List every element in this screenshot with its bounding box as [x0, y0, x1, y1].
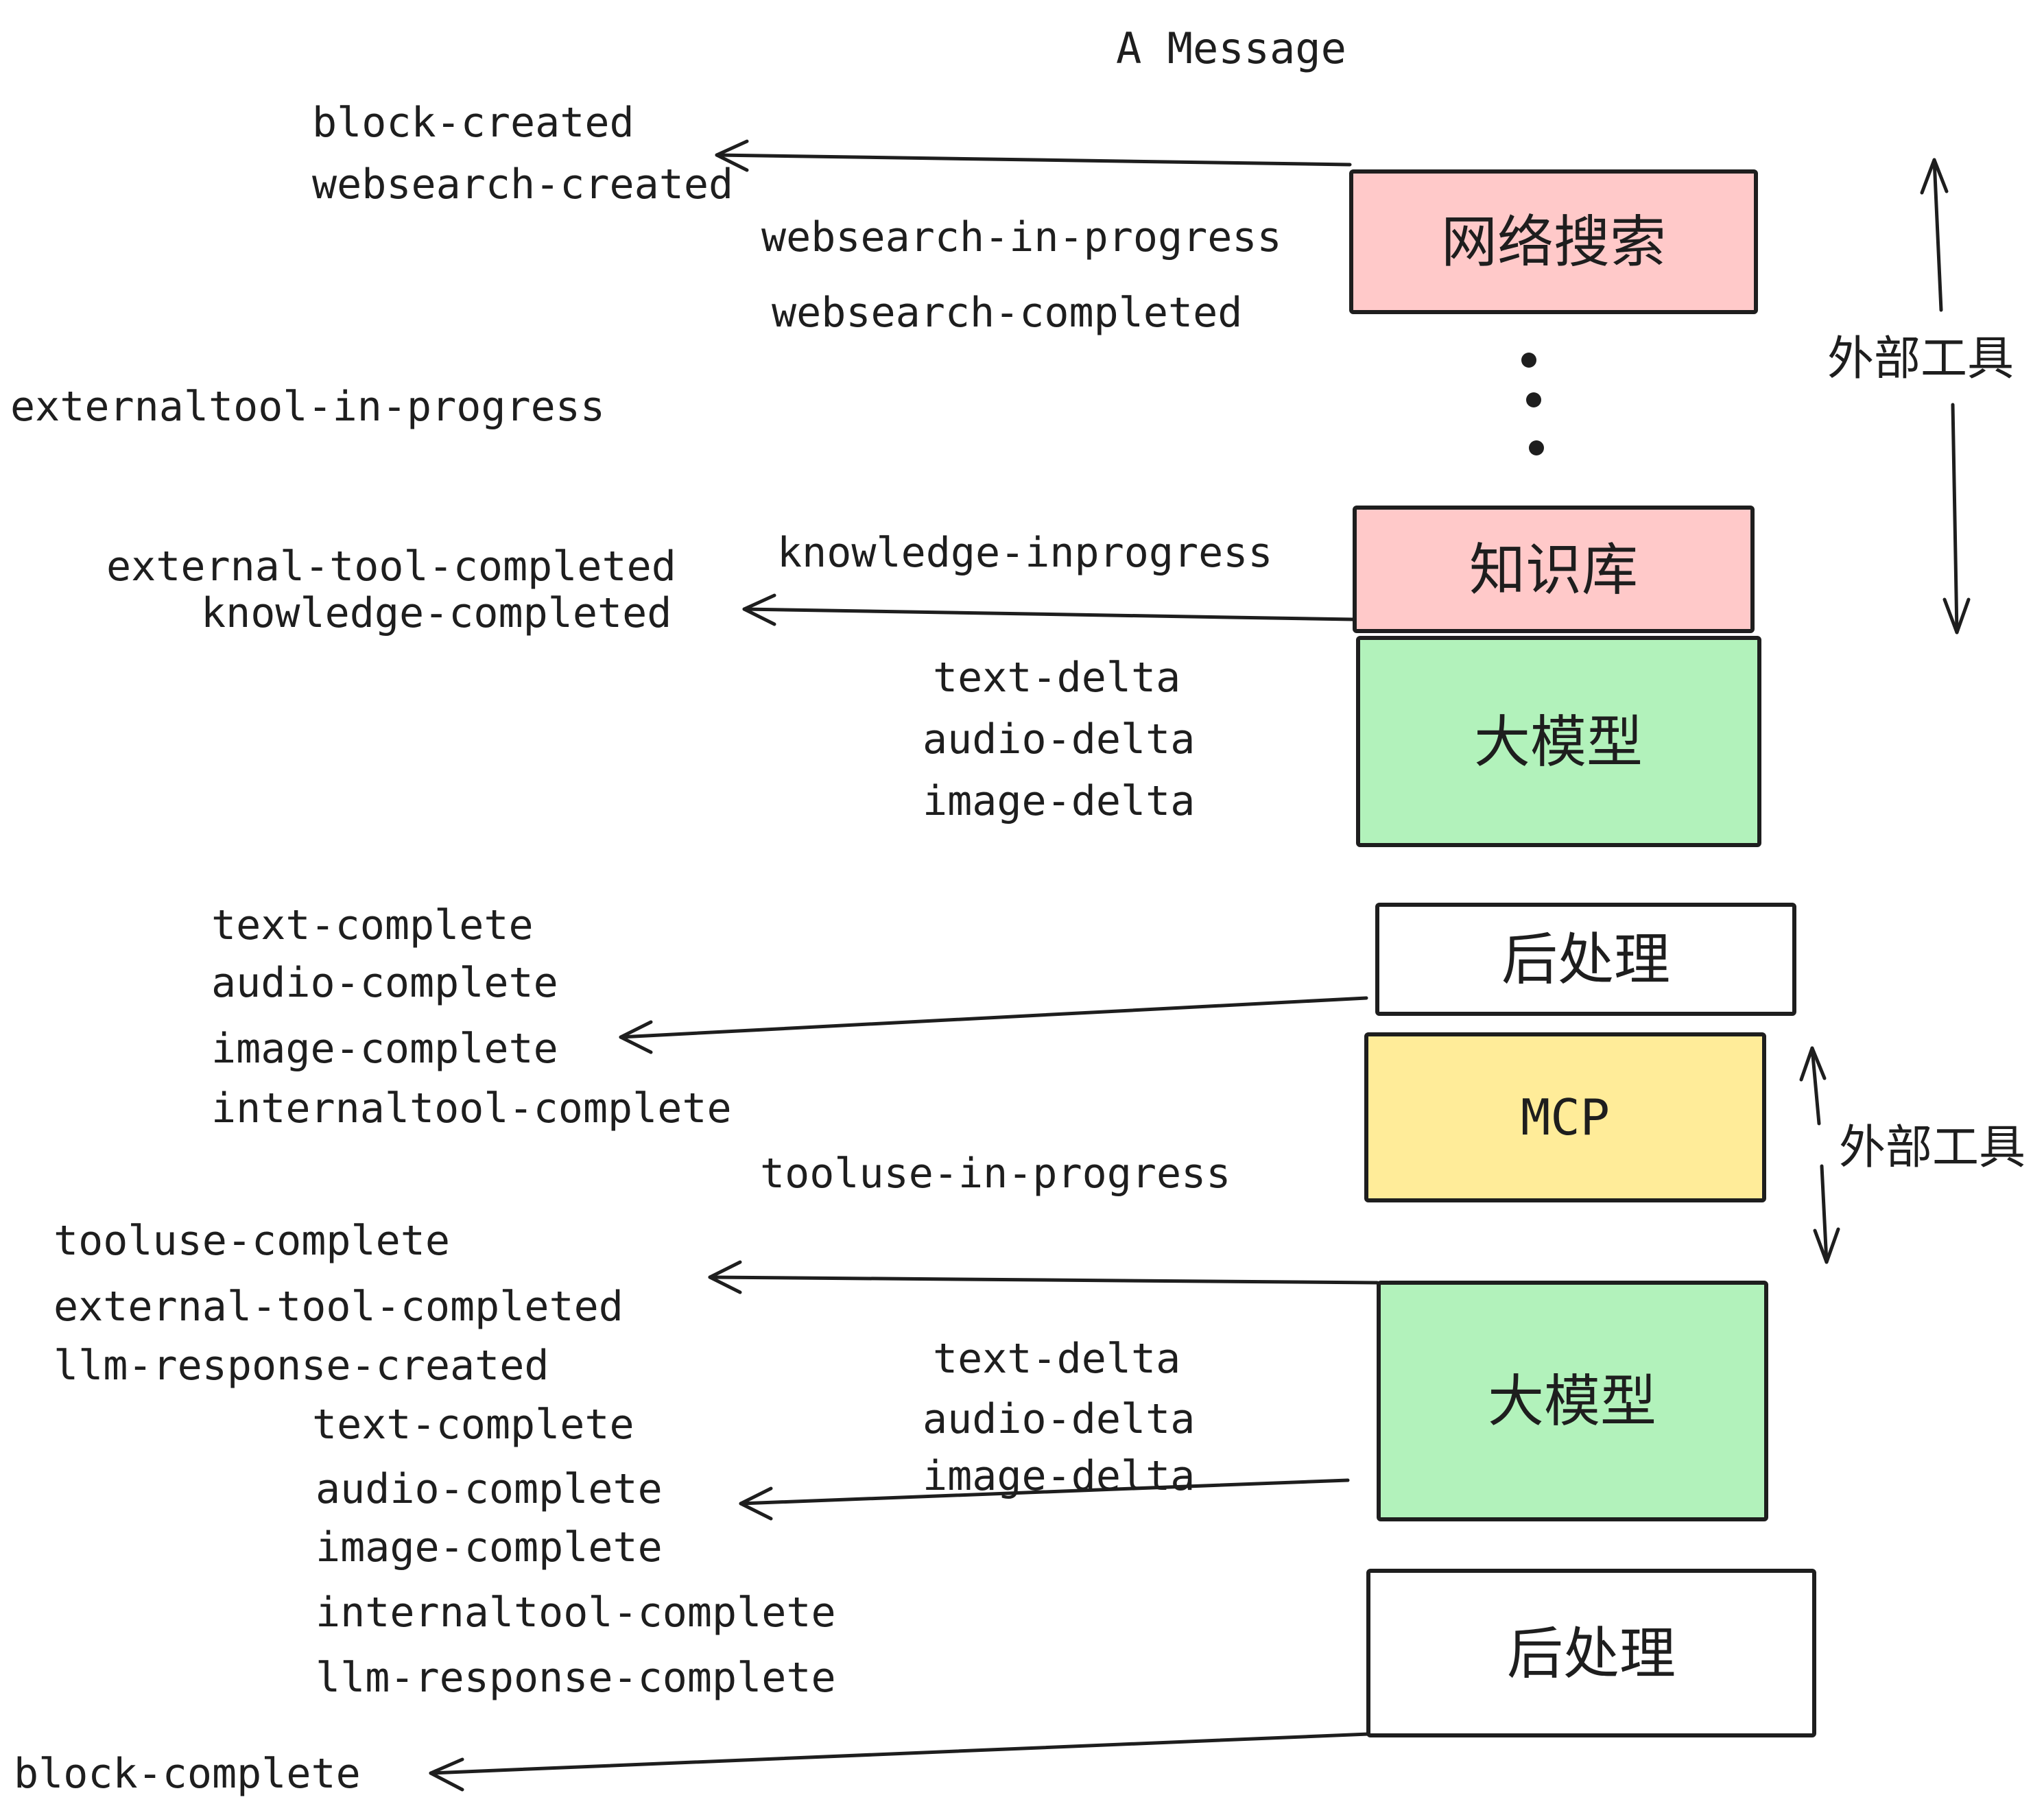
event-label-block-created: block-created	[312, 99, 634, 147]
event-label-websearch-in-progress: websearch-in-progress	[761, 213, 1282, 261]
event-label-audio-complete-1: audio-complete	[211, 959, 558, 1007]
event-label-image-complete-1: image-complete	[211, 1025, 558, 1073]
post1-box-label: 后处理	[1501, 927, 1670, 993]
event-label-knowledge-completed: knowledge-completed	[201, 589, 672, 637]
knowledge-box-label: 知识库	[1469, 538, 1638, 603]
llm1-box-rect	[1356, 636, 1761, 847]
knowledge-box-rect	[1353, 506, 1755, 633]
event-label-internaltool-complete-1: internaltool-complete	[211, 1084, 732, 1132]
external-tool-label-top: 外部工具	[1827, 332, 2014, 386]
llm2-box-rect	[1377, 1281, 1768, 1521]
event-label-external-tool-completed: external-tool-completed	[106, 543, 676, 591]
box-websearch: 网络搜索	[1349, 169, 1758, 314]
box-llm-2: 大模型	[1377, 1281, 1768, 1521]
event-label-block-complete: block-complete	[14, 1750, 361, 1798]
event-label-audio-complete-2: audio-complete	[316, 1465, 663, 1513]
dot-icon	[1521, 353, 1536, 368]
event-label-llm-response-created: llm-response-created	[54, 1342, 549, 1390]
arrow-to-block-complete	[429, 1732, 1370, 1792]
box-knowledge: 知识库	[1353, 506, 1755, 633]
event-label-text-complete-1: text-complete	[211, 901, 534, 949]
event-label-text-delta-2: text-delta	[933, 1335, 1180, 1383]
event-label-websearch-created: websearch-created	[312, 161, 733, 209]
box-postprocess-1: 后处理	[1375, 903, 1796, 1016]
arrow-to-knowledge-completed	[742, 593, 1355, 626]
event-label-audio-delta-1: audio-delta	[923, 715, 1195, 763]
diagram-title: A Message	[1116, 23, 1346, 73]
external-tool-label-mid: 外部工具	[1839, 1121, 2025, 1175]
external-tool-top-down-arrow	[1942, 403, 1971, 634]
event-label-internaltool-complete-2: internaltool-complete	[316, 1589, 836, 1637]
event-label-text-delta-1: text-delta	[933, 654, 1180, 702]
event-label-llm-response-complete: llm-response-complete	[316, 1654, 836, 1702]
arrow-to-tooluse-complete	[708, 1260, 1379, 1294]
external-tool-top-up-arrow	[1920, 158, 1949, 312]
event-label-tooluse-in-progress: tooluse-in-progress	[760, 1150, 1231, 1198]
event-label-externaltool-in-progress: externaltool-in-progress	[10, 383, 605, 431]
arrow-websearch-to-created	[715, 139, 1352, 172]
websearch-box-rect	[1349, 169, 1758, 314]
llm2-box-label: 大模型	[1488, 1369, 1656, 1434]
dot-icon	[1529, 440, 1544, 455]
ellipsis-dots	[1521, 353, 1544, 455]
websearch-box-label: 网络搜索	[1441, 210, 1666, 275]
external-tool-mid-down-arrow	[1813, 1164, 1840, 1264]
event-label-tooluse-complete: tooluse-complete	[54, 1217, 450, 1265]
arrow-to-image-complete	[619, 996, 1368, 1054]
event-label-websearch-completed: websearch-completed	[772, 289, 1242, 337]
event-label-image-complete-2: image-complete	[316, 1523, 663, 1571]
mcp-box-rect	[1364, 1032, 1766, 1202]
event-label-audio-delta-2: audio-delta	[923, 1395, 1195, 1443]
external-tool-mid-up-arrow	[1799, 1046, 1827, 1126]
arrow-to-audio-complete	[739, 1478, 1350, 1521]
box-mcp: MCP	[1364, 1032, 1766, 1202]
event-label-image-delta-1: image-delta	[923, 777, 1195, 825]
event-label-knowledge-inprogress: knowledge-inprogress	[777, 529, 1272, 577]
dot-icon	[1526, 392, 1541, 407]
box-postprocess-2: 后处理	[1366, 1569, 1816, 1737]
mcp-box-label: MCP	[1521, 1089, 1610, 1146]
box-llm-1: 大模型	[1356, 636, 1761, 847]
event-label-external-tool-completed-2: external-tool-completed	[54, 1283, 623, 1331]
post2-box-rect	[1366, 1569, 1816, 1737]
post1-box-rect	[1375, 903, 1796, 1016]
event-label-text-complete-2: text-complete	[312, 1401, 634, 1449]
post2-box-label: 后处理	[1507, 1622, 1676, 1687]
llm1-box-label: 大模型	[1474, 710, 1643, 775]
